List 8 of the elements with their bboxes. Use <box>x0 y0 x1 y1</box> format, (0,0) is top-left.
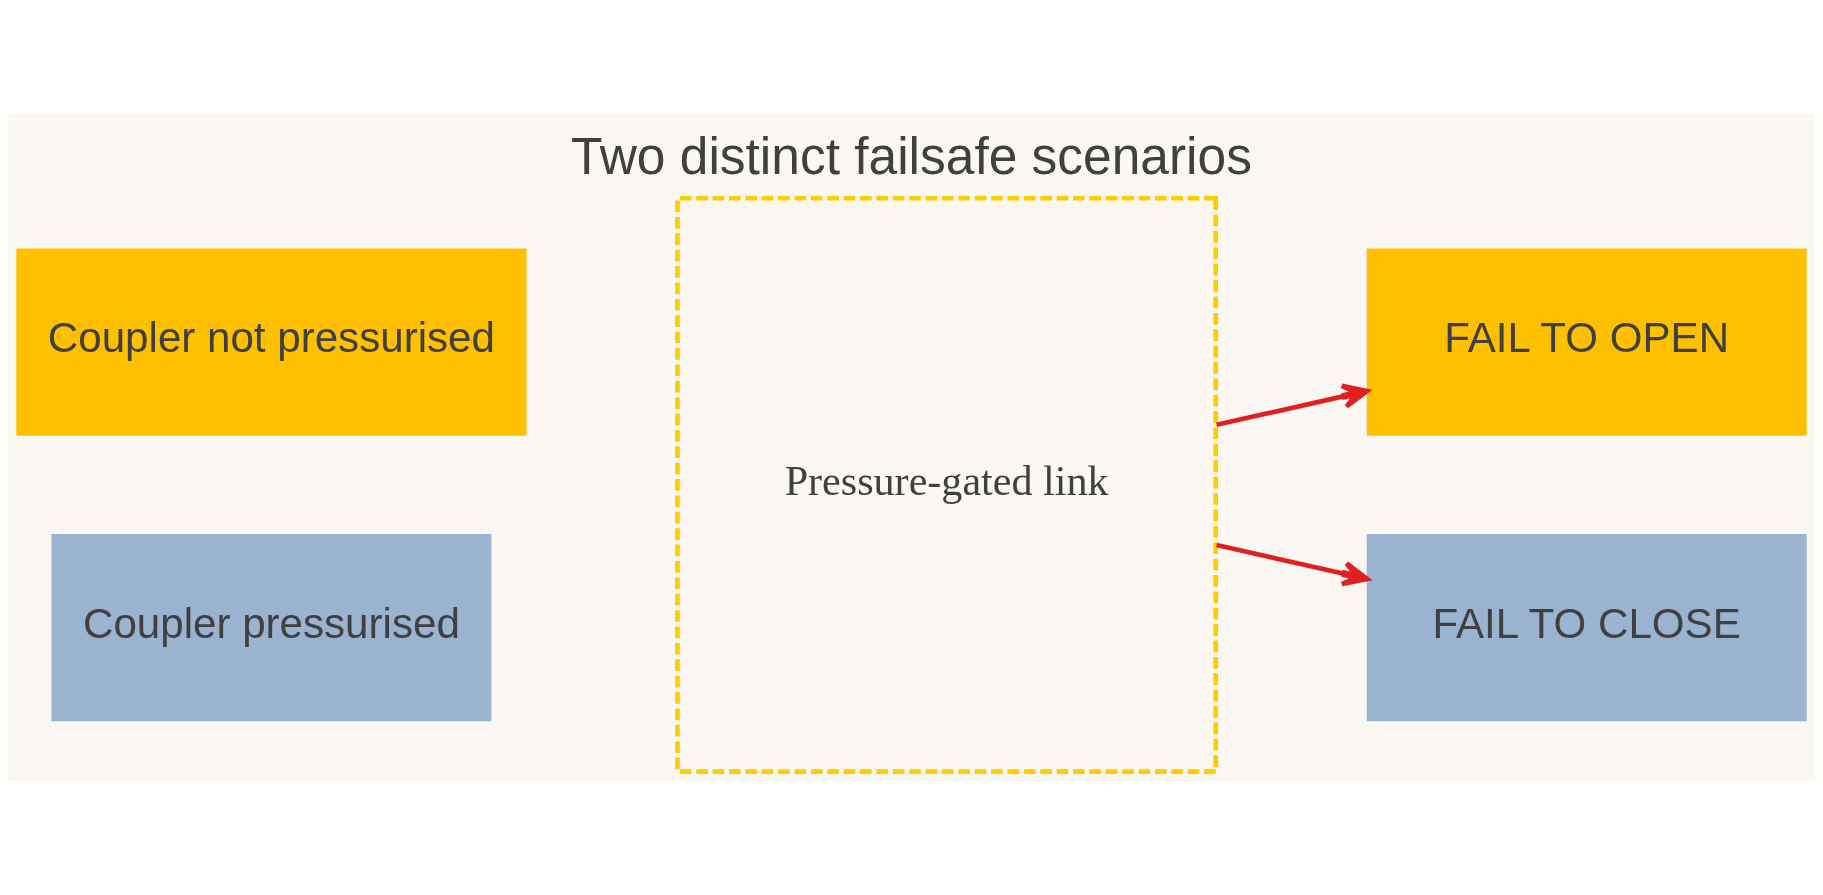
arrow <box>1216 542 1370 587</box>
node-box: FAIL TO OPEN <box>1366 248 1807 436</box>
node-box: Pressure-gated link <box>675 195 1219 774</box>
arrow <box>1216 383 1370 428</box>
node-box: Coupler pressurised <box>51 534 492 722</box>
node-box: Coupler not pressurised <box>16 248 527 436</box>
diagram-title: Two distinct failsafe scenarios <box>571 126 1252 185</box>
node-box: FAIL TO CLOSE <box>1366 534 1807 722</box>
